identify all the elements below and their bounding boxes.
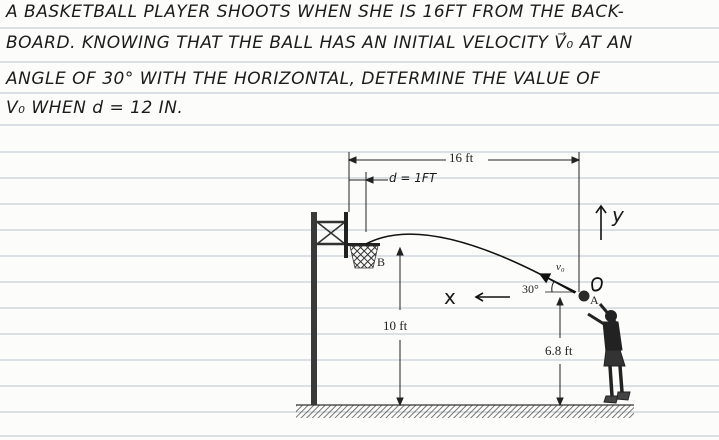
dimension-6-8ft	[556, 296, 564, 407]
y-axis-sketch	[595, 204, 607, 240]
backboard-pole	[311, 212, 348, 405]
label-B: B	[377, 255, 386, 269]
angle-arc	[551, 280, 556, 293]
hoop	[348, 243, 380, 269]
label-6-8ft: 6.8 ft	[545, 343, 573, 358]
x-axis-sketch	[474, 292, 510, 302]
label-16ft: 16 ft	[449, 150, 474, 165]
velocity-arrow	[538, 273, 577, 293]
label-v0: v₀	[556, 261, 565, 273]
player-figure	[587, 303, 631, 404]
problem-line-3: ANGLE OF 30° WITH THE HORIZONTAL, DETERM…	[6, 69, 601, 89]
label-d: d = 1FT	[389, 171, 437, 185]
ground	[296, 404, 634, 418]
ball-trajectory	[365, 233, 576, 294]
axis-y-label: y	[612, 203, 624, 227]
axis-x-label: x	[444, 285, 456, 309]
basketball	[578, 290, 590, 302]
label-10ft: 10 ft	[383, 318, 408, 333]
dimension-d	[349, 172, 388, 232]
label-A: A	[590, 293, 599, 307]
dimension-10ft	[396, 246, 404, 407]
dimension-16ft	[347, 152, 581, 292]
problem-line-2: BOARD. KNOWING THAT THE BALL HAS AN INIT…	[6, 33, 633, 53]
problem-line-1: A BASKETBALL PLAYER SHOOTS WHEN SHE IS 1…	[6, 2, 625, 22]
ball-annotation-loop	[591, 277, 603, 292]
problem-line-4: V₀ WHEN d = 12 IN.	[6, 98, 184, 118]
label-angle: 30°	[522, 282, 539, 296]
